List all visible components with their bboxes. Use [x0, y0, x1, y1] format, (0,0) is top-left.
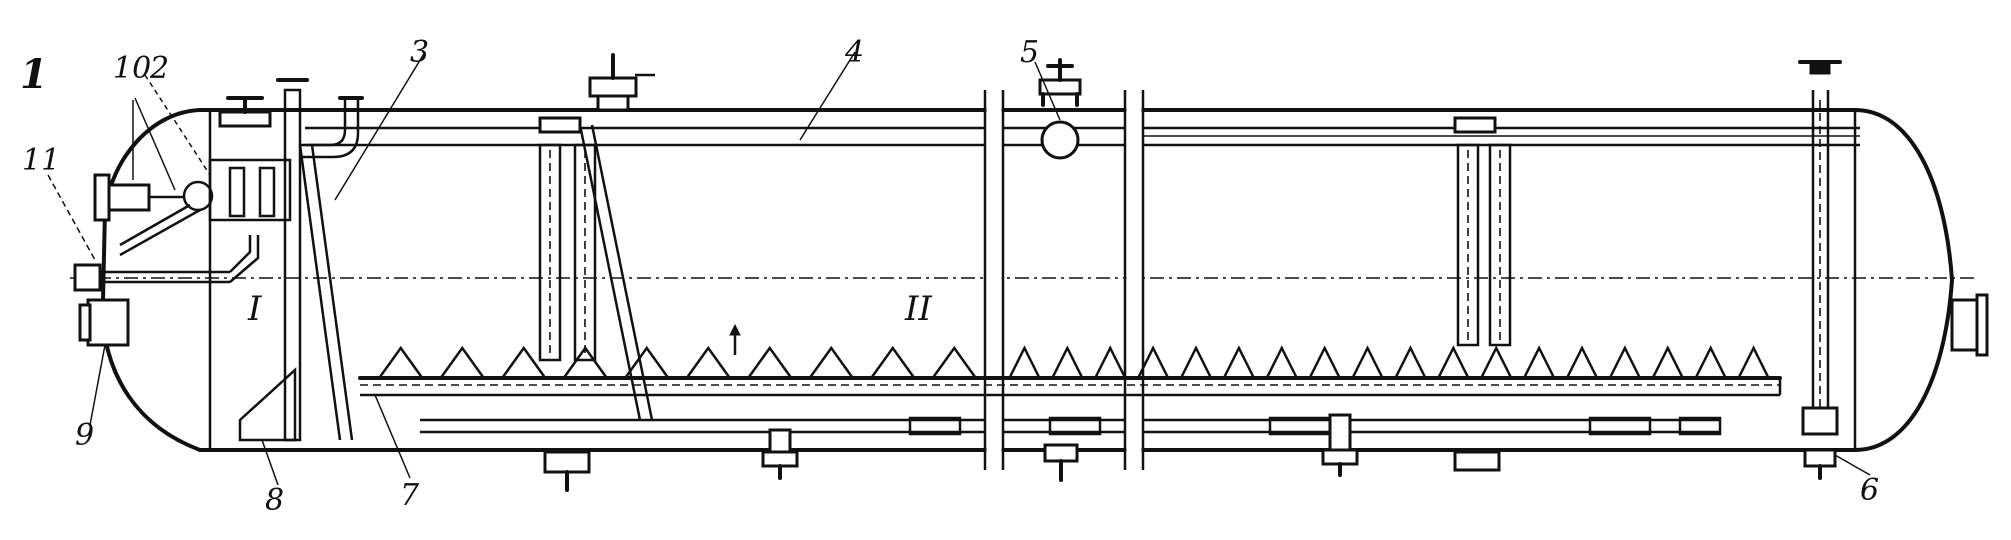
hatch-5	[1038, 58, 1082, 160]
break-lines	[983, 90, 1145, 470]
grate-tooth	[1737, 345, 1770, 379]
bottom-distribution-pipe	[420, 416, 1722, 436]
grate-tooth	[1480, 345, 1513, 379]
callout-11: 11	[22, 143, 60, 178]
grate-tooth	[870, 345, 916, 379]
grate-tooth	[562, 345, 608, 379]
bottom-nozzles	[543, 413, 1501, 492]
level-rod	[1798, 60, 1842, 480]
callout-1: 1	[20, 51, 48, 98]
grate-tooth	[624, 345, 670, 379]
grate-tooth	[1008, 345, 1041, 379]
grate-tooth	[1437, 345, 1470, 379]
grate-tooth	[1608, 345, 1642, 379]
callout-8: 8	[265, 483, 284, 518]
grate-tooth	[1265, 345, 1298, 379]
grate-tooth	[1136, 345, 1170, 379]
callout-3: 3	[410, 35, 429, 70]
grate-tooth	[1179, 345, 1213, 379]
callout-6: 6	[1860, 473, 1879, 508]
callout-10: 10	[113, 51, 151, 86]
grate-tooth	[1094, 345, 1127, 379]
teeth-left	[378, 345, 977, 379]
grate-tooth	[1394, 345, 1427, 379]
grate-tooth	[1565, 345, 1599, 379]
tooth-grate	[358, 345, 1782, 397]
flow-arrow	[729, 323, 741, 355]
grate-tooth	[1308, 345, 1341, 379]
downcomer-left	[538, 124, 654, 421]
callout-4: 4	[844, 35, 864, 70]
upper-collector-pipe	[305, 116, 1860, 147]
grate-tooth	[439, 345, 485, 379]
grate-tooth	[1222, 345, 1256, 379]
grate-tooth	[1651, 345, 1684, 379]
grate-tooth	[378, 345, 424, 379]
grate-tooth	[1694, 345, 1727, 379]
downcomer-right	[1456, 143, 1512, 347]
grate-tooth	[501, 345, 547, 379]
grate-tooth	[931, 345, 977, 379]
grate-tooth	[747, 345, 793, 379]
grate-tooth	[808, 345, 854, 379]
vessel-shell	[70, 108, 1975, 452]
right-head	[1853, 108, 1954, 452]
teeth-right	[1008, 345, 1770, 379]
callout-5: 5	[1020, 35, 1039, 70]
grate-tooth	[1351, 345, 1384, 379]
leader-lines	[47, 51, 1871, 486]
callout-2: 2	[149, 51, 169, 86]
callout-7: 7	[400, 478, 420, 513]
inlet-assembly	[73, 78, 1989, 442]
callout-9: 9	[75, 418, 94, 453]
grate-tooth	[685, 345, 731, 379]
left-head	[100, 108, 202, 452]
grate-tooth	[1051, 345, 1084, 379]
zone-label-1: I	[247, 289, 262, 329]
grate-tooth	[1522, 345, 1556, 379]
top-nozzle	[588, 53, 655, 112]
zone-label-2: II	[904, 289, 932, 329]
